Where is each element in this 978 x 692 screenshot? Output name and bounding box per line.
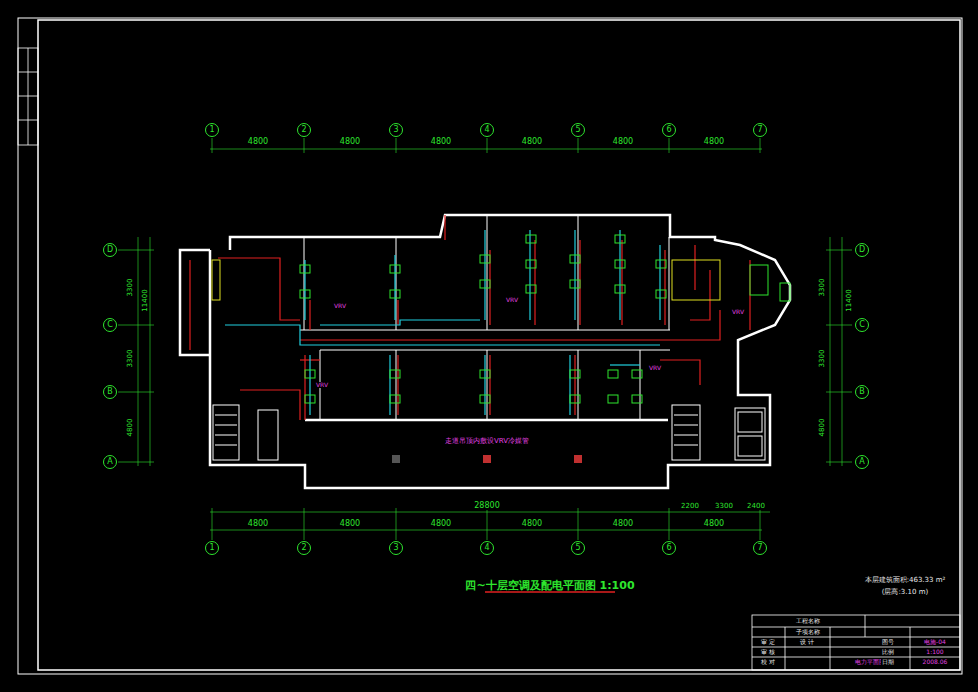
axis-label: A [859,458,864,466]
title-cell: 设 计 [799,639,815,645]
title-cell: 子项名称 [795,629,821,635]
dimension: 4800 [521,138,543,146]
title-cell: 1:100 [925,649,944,655]
dimension: 4800 [127,417,134,437]
axis-label: A [107,458,112,466]
axis-label: 6 [666,126,671,134]
dimension: 4800 [247,520,269,528]
axis-bubble: D [103,243,117,257]
axis-bubble: B [103,385,117,399]
dimension: 4800 [703,138,725,146]
axis-bubble: 5 [571,541,585,555]
dimension: 4800 [612,520,634,528]
unit-tag: VRV [315,382,329,388]
unit-tag: VRV [731,309,745,315]
axis-bubble: A [103,455,117,469]
dimension: 3300 [819,277,826,297]
title-cell: 比例 [881,649,895,655]
axis-label: 2 [301,126,306,134]
axis-bubble: 4 [480,541,494,555]
dimension: 2400 [746,503,766,510]
dimension: 4800 [430,520,452,528]
axis-bubble: 5 [571,123,585,137]
axis-bubble: B [855,385,869,399]
dimension: 2200 [680,503,700,510]
axis-bubble: C [855,318,869,332]
dimension: 11400 [142,288,149,312]
unit-tag: VRV [333,303,347,309]
dimension: 3300 [127,277,134,297]
axis-label: 7 [757,544,762,552]
dimension: 4800 [430,138,452,146]
axis-label: 2 [301,544,306,552]
axis-label: B [107,388,113,396]
axis-bubble: 6 [662,541,676,555]
dimension: 4800 [819,417,826,437]
axis-bubble: 6 [662,123,676,137]
axis-label: 4 [484,126,489,134]
axis-bubble: 7 [753,541,767,555]
title-cell: 图号 [881,639,895,645]
axis-label: 1 [209,126,214,134]
dimension: 28800 [473,502,500,510]
axis-label: B [859,388,865,396]
axis-label: C [859,321,865,329]
axis-bubble: 2 [297,123,311,137]
drawing-title: 四~十层空调及配电平面图 1:100 [465,580,634,591]
axis-bubble: 7 [753,123,767,137]
axis-label: 7 [757,126,762,134]
dimension: 3300 [714,503,734,510]
axis-bubble: 1 [205,123,219,137]
area-note: (层高:3.10 m) [881,589,929,596]
axis-label: 5 [575,544,580,552]
title-cell: 工程名称 [795,618,821,624]
dimension: 4800 [339,138,361,146]
title-cell: 日期 [881,659,895,665]
dimension: 4800 [703,520,725,528]
axis-bubble: 3 [389,541,403,555]
unit-tag: VRV [648,365,662,371]
axis-bubble: D [855,243,869,257]
dimension: 11400 [846,288,853,312]
axis-bubble: A [855,455,869,469]
area-note: 本层建筑面积:463.33 m² [864,577,947,584]
axis-bubble: C [103,318,117,332]
dimension: 3300 [127,348,134,368]
title-cell: 审 定 [760,639,776,645]
unit-tag: VRV [505,297,519,303]
title-cell: 校 对 [760,659,776,665]
axis-label: D [107,246,113,254]
axis-label: 3 [393,544,398,552]
corridor-note: 走道吊顶内敷设VRV冷媒管 [444,438,530,445]
axis-label: 1 [209,544,214,552]
dimension: 4800 [612,138,634,146]
dimension: 4800 [339,520,361,528]
axis-bubble: 1 [205,541,219,555]
axis-label: 6 [666,544,671,552]
axis-label: 4 [484,544,489,552]
axis-bubble: 3 [389,123,403,137]
dimension: 4800 [521,520,543,528]
axis-label: 3 [393,126,398,134]
title-cell: 2008.06 [922,659,949,665]
title-cell: 审 核 [760,649,776,655]
axis-bubble: 4 [480,123,494,137]
dimension: 4800 [247,138,269,146]
axis-bubble: 2 [297,541,311,555]
dimension: 3300 [819,348,826,368]
axis-label: D [859,246,865,254]
title-cell: 电施-04 [923,639,947,645]
axis-label: C [107,321,113,329]
axis-label: 5 [575,126,580,134]
